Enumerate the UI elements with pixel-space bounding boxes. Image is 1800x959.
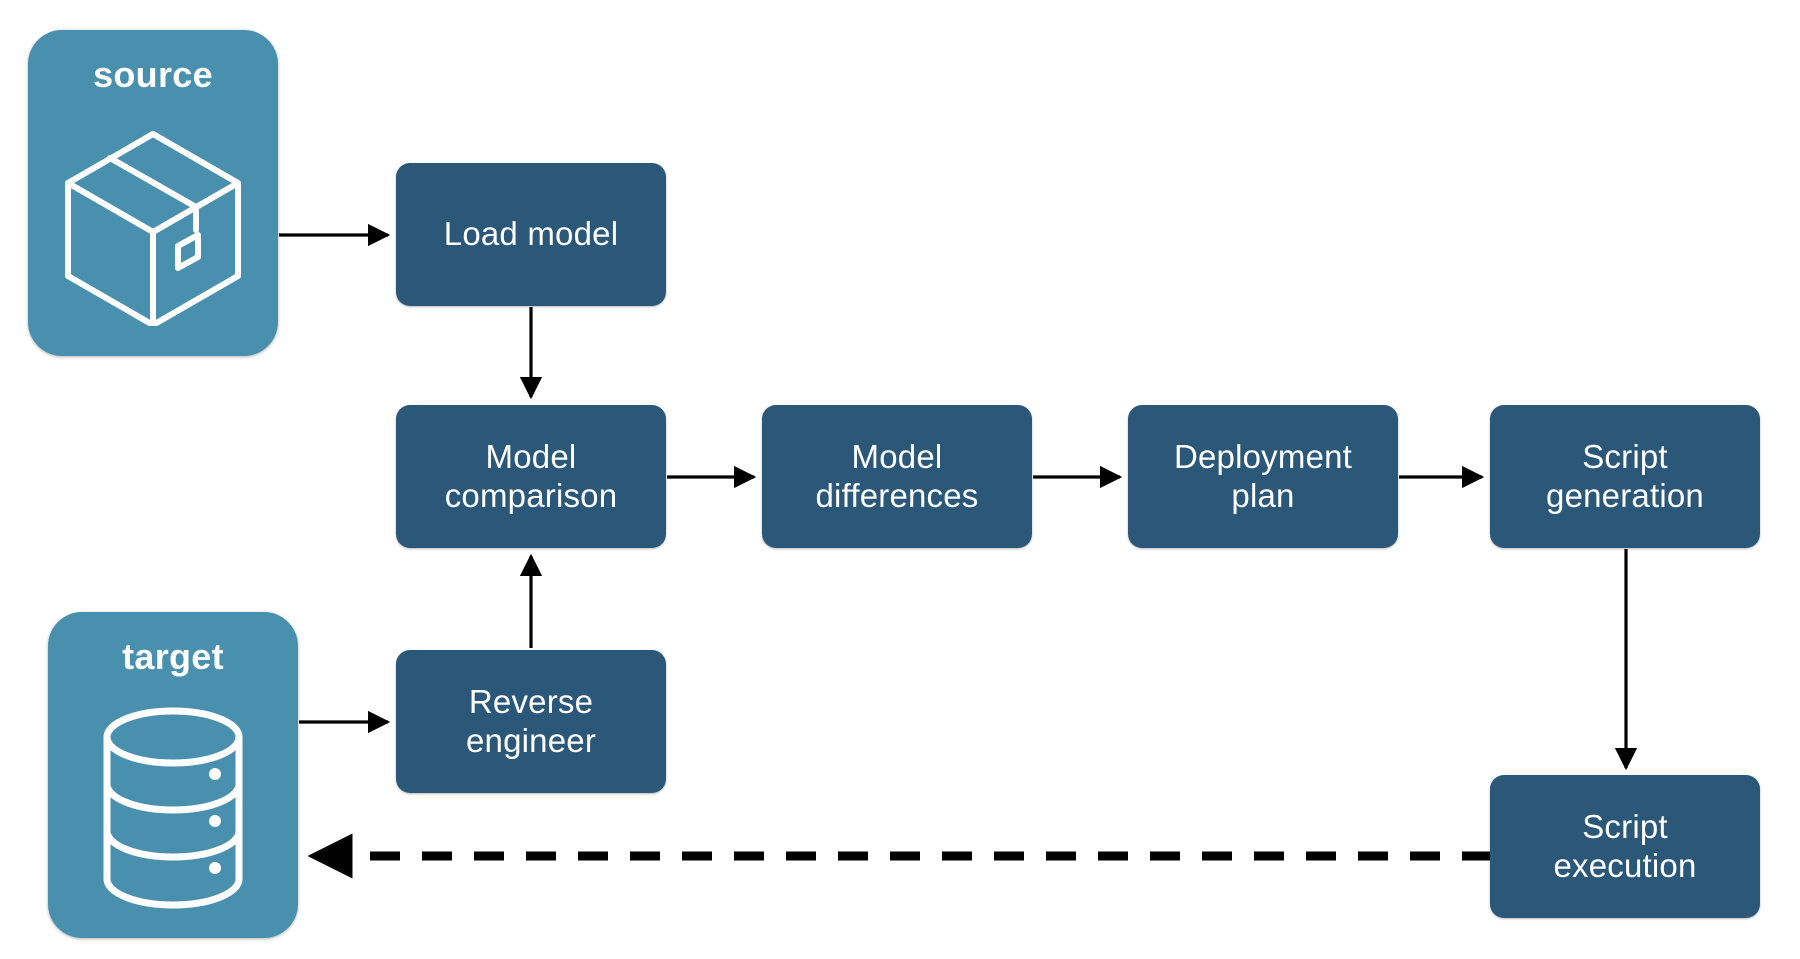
package-box-icon (28, 96, 278, 356)
endpoint-source-label: source (93, 54, 213, 95)
process-label-line: Script (1582, 807, 1668, 845)
process-label-line: Reverse (468, 682, 594, 720)
process-label-line: Model (485, 437, 577, 475)
process-model-differences[interactable]: Model differences (762, 405, 1032, 548)
endpoint-target[interactable]: target (48, 612, 298, 938)
process-label-line: generation (1546, 476, 1704, 514)
process-script-generation[interactable]: Script generation (1490, 405, 1760, 548)
process-label-line: Script (1582, 437, 1668, 475)
endpoint-source[interactable]: source (28, 30, 278, 356)
database-cylinder-icon (48, 678, 298, 938)
process-label-line: engineer (465, 721, 597, 759)
process-label-line: Deployment (1173, 437, 1353, 475)
process-label-line: differences (815, 476, 979, 514)
process-model-comparison[interactable]: Model comparison (396, 405, 666, 548)
process-reverse-engineer[interactable]: Reverse engineer (396, 650, 666, 793)
process-load-model[interactable]: Load model (396, 163, 666, 306)
process-deployment-plan[interactable]: Deployment plan (1128, 405, 1398, 548)
process-label-line: execution (1553, 846, 1697, 884)
process-label-line: plan (1231, 476, 1295, 514)
process-label-line: comparison (444, 476, 618, 514)
process-label-line: Model (851, 437, 943, 475)
endpoint-target-label: target (122, 636, 224, 677)
process-script-execution[interactable]: Script execution (1490, 775, 1760, 918)
process-label-line: Load model (443, 215, 619, 253)
